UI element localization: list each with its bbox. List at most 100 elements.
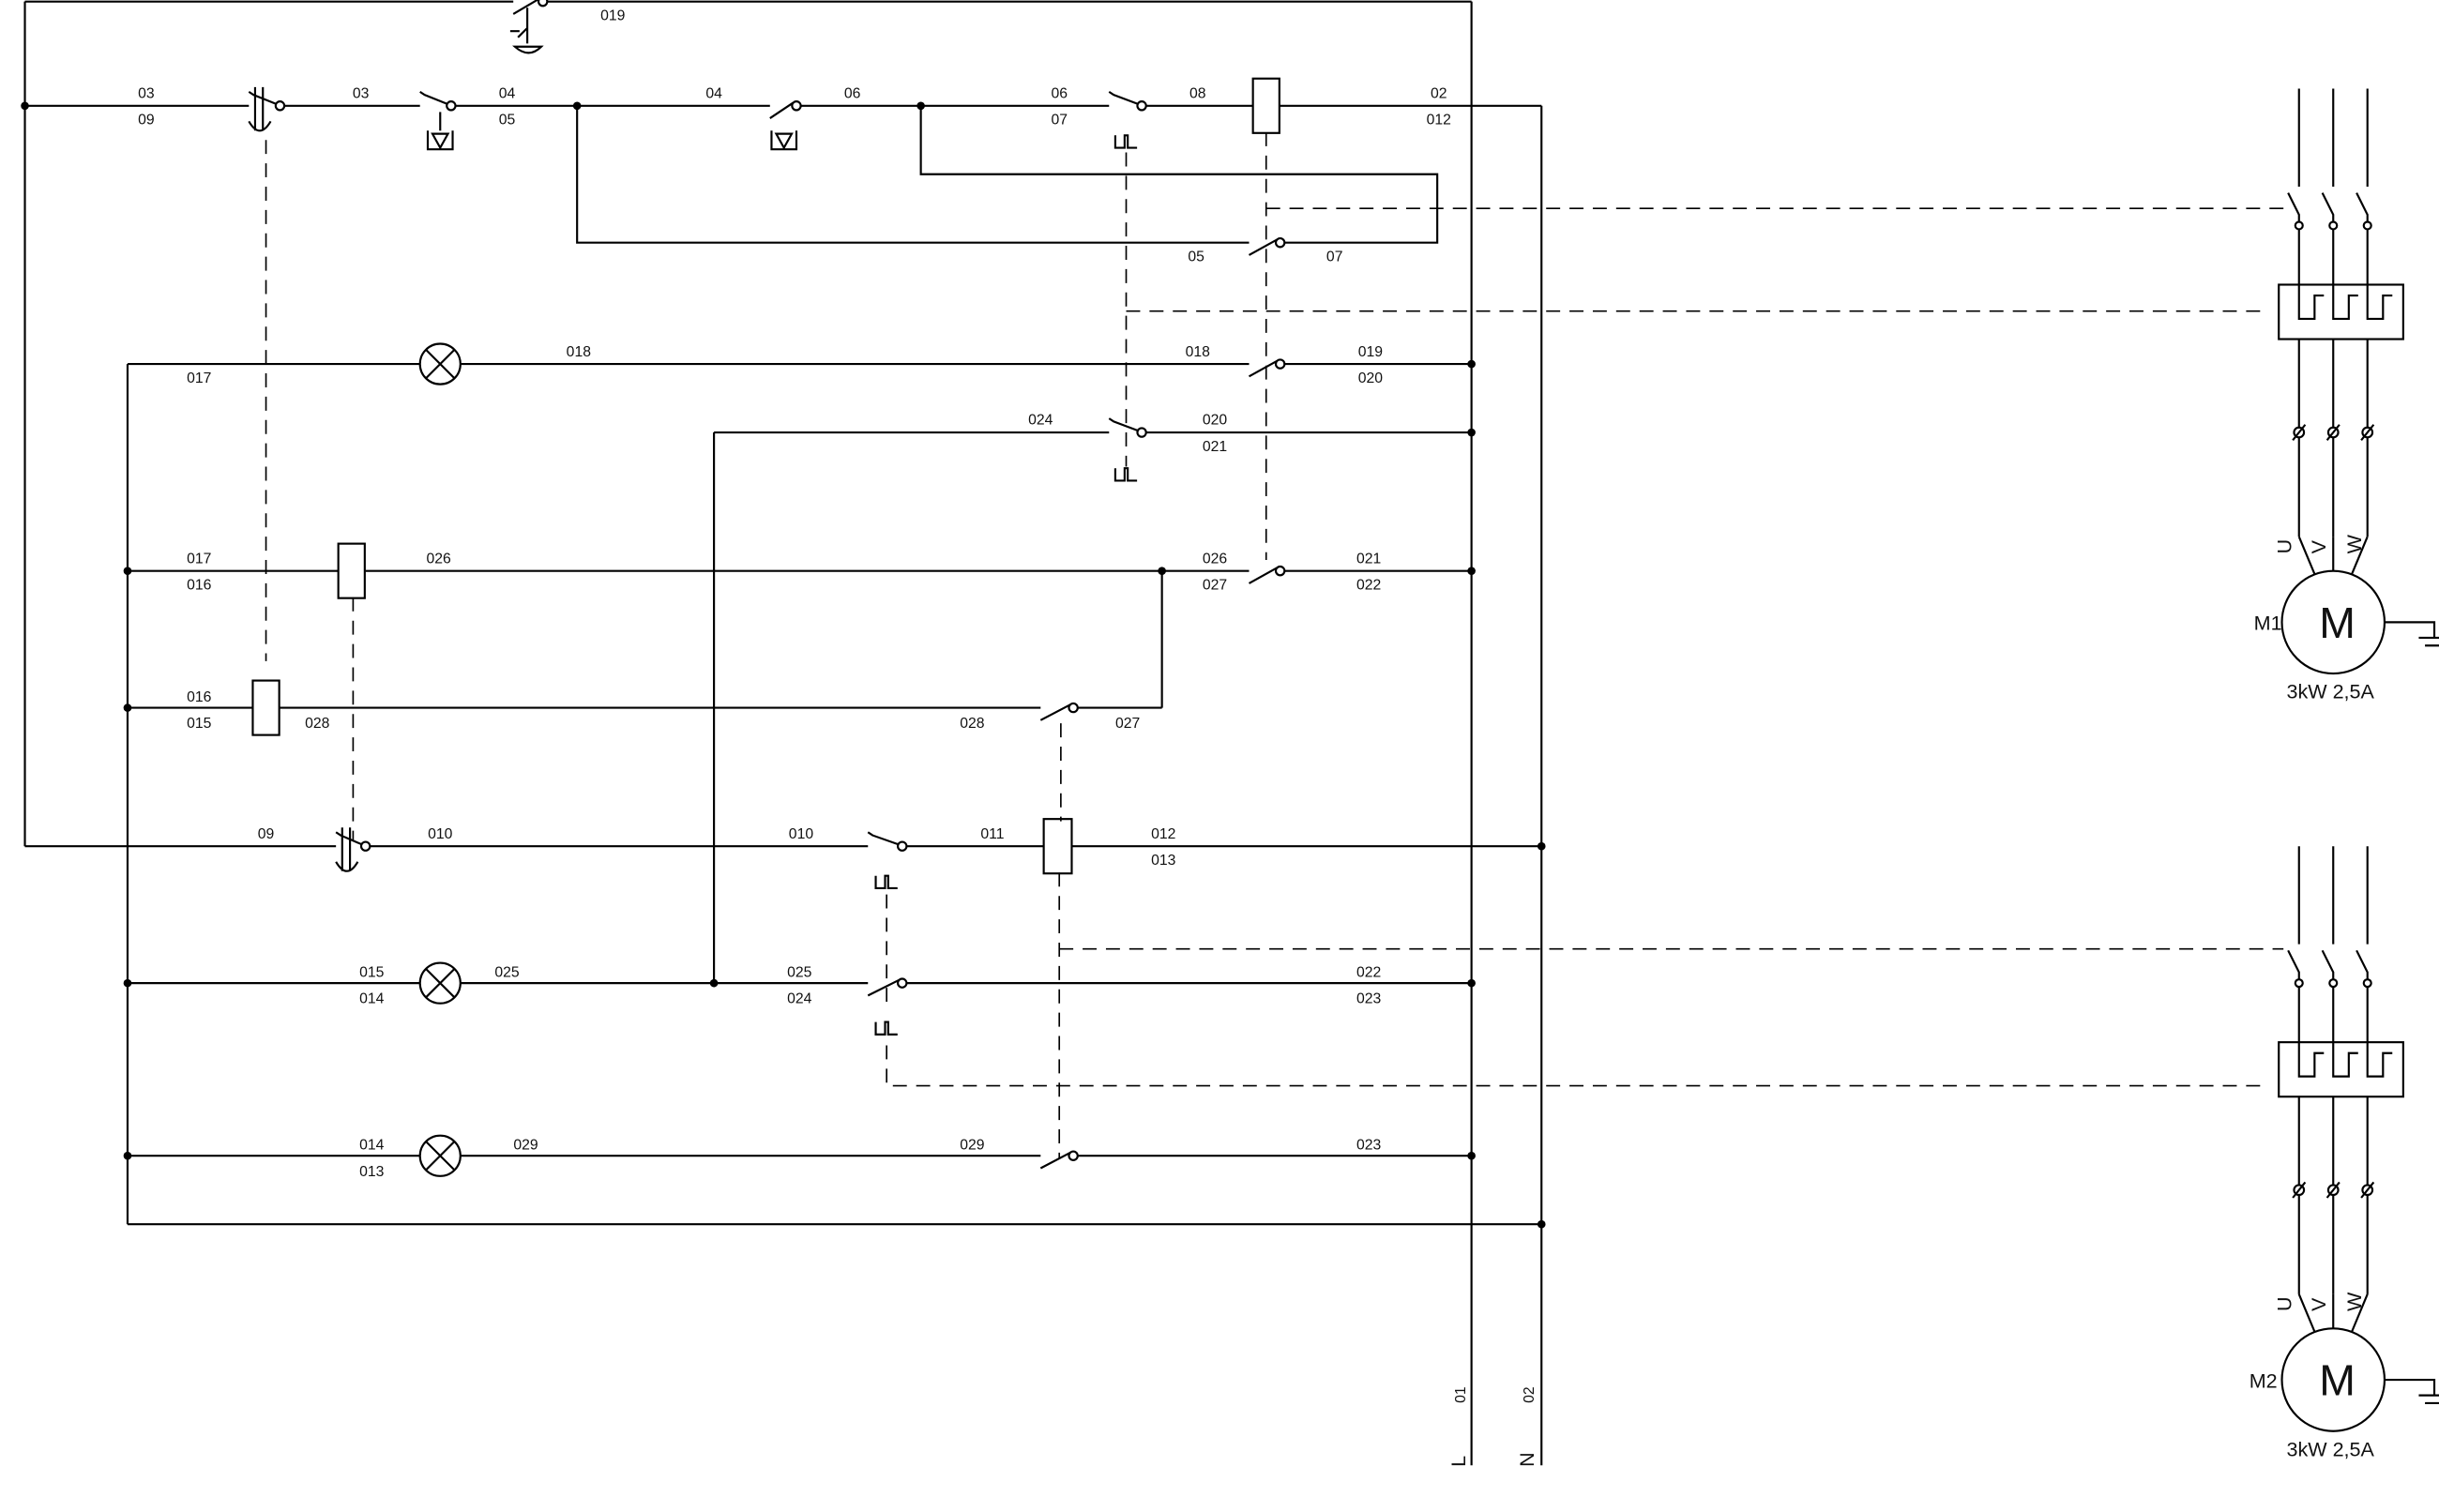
wire-number-label: 015 [359, 964, 385, 980]
level-sensor-icon [770, 130, 798, 151]
wire-number-label: 024 [787, 991, 812, 1007]
wire-number-label: 012 [1427, 113, 1451, 129]
phase-w: W [2342, 1292, 2366, 1311]
motor-symbol: M [2319, 598, 2356, 647]
pressure-switch-icon [509, 8, 529, 44]
timer-icon [874, 1021, 898, 1036]
wire-number-label: 025 [494, 964, 520, 980]
wire-number-label: 09 [258, 826, 275, 842]
wire-number-label: 020 [1358, 370, 1384, 386]
contact-terminal [2362, 978, 2372, 989]
wire-number-label: 018 [567, 344, 592, 360]
contact-terminal [1274, 565, 1286, 577]
wire-number-label: 019 [1358, 344, 1384, 360]
timer-icon [874, 874, 898, 890]
pressure-switch-icon [512, 45, 544, 54]
relay-coil [337, 542, 366, 599]
wire-number-label: 016 [187, 578, 212, 594]
wire-number-label: 010 [428, 826, 453, 842]
ground-icon [2384, 1378, 2439, 1404]
contact-terminal [1136, 427, 1147, 438]
wire-number-label: 013 [1151, 853, 1176, 869]
wire-number-label: 026 [1203, 551, 1228, 567]
wire-number-label: 013 [359, 1164, 385, 1180]
contact-terminal [1068, 702, 1079, 714]
lamp-cross [425, 1141, 455, 1171]
overload-relay [2278, 283, 2404, 340]
junction-dot [123, 567, 132, 575]
wire-number-label: 016 [187, 689, 212, 705]
wire-number-label: 09 [138, 113, 155, 129]
nc-contact-icon [248, 90, 278, 106]
motor-rating: 3kW 2,5A [2287, 680, 2375, 703]
contact-terminal [1136, 100, 1147, 112]
wire-number-label: 05 [1188, 249, 1204, 265]
wire-number-label: 023 [1356, 991, 1382, 1007]
wire-number-label: 022 [1356, 964, 1381, 980]
junction-dot [709, 978, 719, 988]
wire-number-label: 025 [787, 964, 812, 980]
wire [576, 105, 1439, 244]
wire-number-label: 023 [1356, 1138, 1382, 1154]
wire-number-label: 010 [789, 826, 814, 842]
no-contact-icon [1039, 703, 1071, 721]
motor-lead [2297, 536, 2369, 575]
motor-symbol: M [2319, 1356, 2356, 1405]
wire-number-label: 05 [499, 113, 516, 129]
lamp-cross [425, 968, 455, 998]
junction-dot [21, 101, 29, 111]
no-contact-icon [769, 101, 795, 119]
overload-relay [2278, 1041, 2404, 1098]
no-contact-icon [512, 0, 539, 15]
wire-number-label: 07 [1326, 249, 1343, 265]
wire-number-label: 028 [305, 716, 330, 732]
wire-number-label: 029 [513, 1138, 538, 1154]
wire-number-label: 027 [1115, 716, 1140, 732]
contact-terminal [446, 100, 457, 112]
motor-lead [2297, 1293, 2369, 1333]
nc-contact-icon [1108, 417, 1140, 432]
no-contact-icon [1039, 1151, 1071, 1170]
contact-terminal [791, 100, 802, 112]
relay-coil [251, 679, 280, 736]
contact-terminal [1274, 358, 1286, 370]
wire-number-label: 02 [1431, 85, 1447, 101]
motor-rating: 3kW 2,5A [2287, 1437, 2375, 1460]
terminal-slash [2360, 1181, 2375, 1199]
wire-number-label: 07 [1051, 113, 1068, 129]
wire-number-label: 015 [187, 716, 212, 732]
wire-number-label: 021 [1203, 439, 1227, 455]
terminal-slash [2292, 1181, 2307, 1199]
no-contact-icon [867, 978, 900, 997]
contact-terminal [2362, 220, 2372, 231]
contact-terminal [2294, 220, 2304, 231]
junction-dot [1467, 359, 1476, 369]
junction-dot [1537, 1219, 1546, 1229]
wire-number-label: 017 [187, 551, 211, 567]
contact-terminal [2328, 220, 2339, 231]
wire-number-label: 027 [1203, 578, 1227, 594]
wire-number-label: 04 [705, 85, 722, 101]
wire-number-label: 022 [1356, 578, 1381, 594]
line-label: L [1447, 1456, 1470, 1467]
wire-number-label: 012 [1151, 826, 1175, 842]
phase-w: W [2342, 534, 2366, 553]
wire-number-label: 04 [499, 85, 516, 101]
wire-number-label: 019 [600, 8, 626, 24]
junction-dot [1467, 428, 1476, 437]
wire-number-label: 08 [1189, 85, 1206, 101]
phase-v: V [2307, 539, 2330, 553]
contact-terminal [897, 977, 908, 989]
terminal-slash [2325, 1181, 2341, 1199]
wire-number-label: 011 [980, 826, 1004, 842]
wire-number-label: 06 [844, 85, 861, 101]
timer-icon [1113, 467, 1138, 482]
junction-dot [1467, 978, 1476, 988]
wire-number-label: 014 [359, 1138, 385, 1154]
junction-dot [123, 703, 132, 712]
no-contact-icon [1248, 567, 1278, 584]
wire-number-label: 03 [353, 85, 370, 101]
phase-u: U [2272, 539, 2295, 554]
